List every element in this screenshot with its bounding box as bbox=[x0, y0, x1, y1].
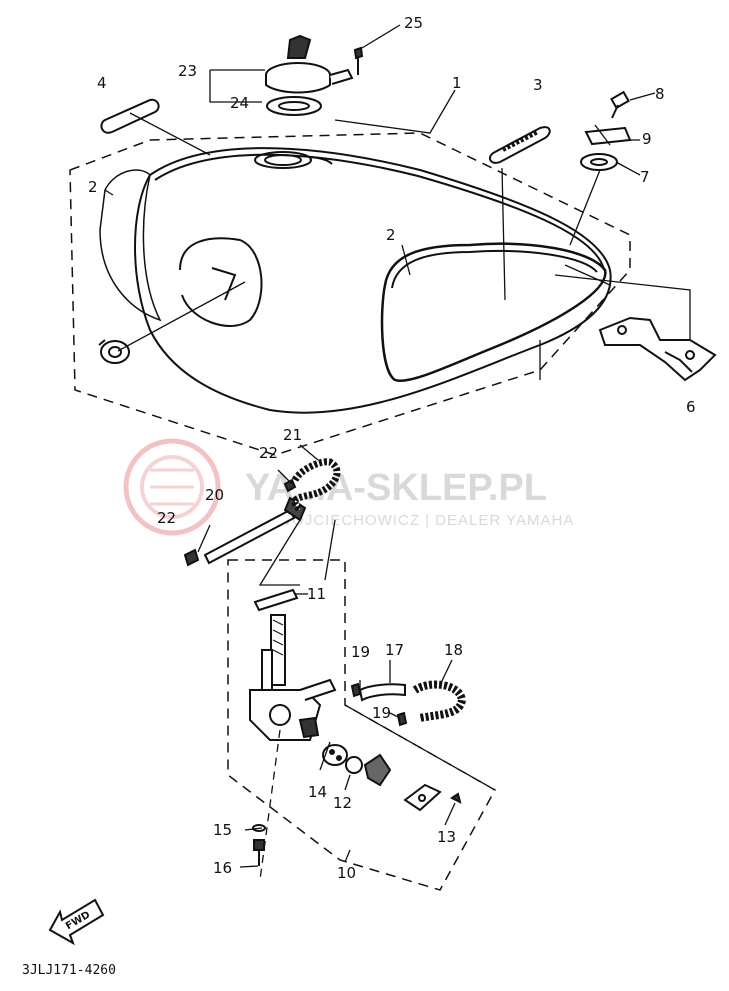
callout-16: 16 bbox=[213, 859, 232, 877]
watermark-subtitle: WOJCIECHOWICZ | DEALER YAMAHA bbox=[277, 512, 574, 529]
callout-6: 6 bbox=[686, 398, 696, 416]
plate-part-4 bbox=[100, 98, 160, 134]
fwd-arrow-icon: FWD bbox=[48, 898, 105, 946]
callout-24: 24 bbox=[230, 94, 249, 112]
callout-12: 12 bbox=[333, 794, 352, 812]
callout-25: 25 bbox=[404, 14, 423, 32]
fuel-cock-part bbox=[249, 588, 337, 741]
cock-small-parts bbox=[252, 744, 462, 866]
callout-9: 9 bbox=[642, 130, 652, 148]
callout-1: 1 bbox=[452, 74, 462, 92]
screw-part-25 bbox=[353, 46, 364, 75]
emblem-part bbox=[489, 126, 551, 164]
tank-assembly-outline bbox=[69, 132, 631, 456]
damper-part-7 bbox=[580, 153, 618, 171]
callout-20: 20 bbox=[205, 486, 224, 504]
leader-lines-upper bbox=[104, 24, 691, 380]
callout-7: 7 bbox=[640, 168, 650, 186]
bolt-part-8 bbox=[610, 90, 630, 119]
hose-parts-17-18 bbox=[350, 680, 467, 727]
callout-10: 10 bbox=[337, 864, 356, 882]
grommet-part bbox=[98, 339, 130, 364]
callout-22b: 22 bbox=[157, 509, 176, 527]
fuel-cap-part bbox=[265, 34, 354, 116]
diagram-code: 3JLJ171-4260 bbox=[22, 963, 116, 978]
callout-21: 21 bbox=[283, 426, 302, 444]
callout-15: 15 bbox=[213, 821, 232, 839]
callout-3: 3 bbox=[533, 76, 543, 94]
callout-23: 23 bbox=[178, 62, 197, 80]
callout-2a: 2 bbox=[88, 178, 98, 196]
callout-4: 4 bbox=[97, 74, 107, 92]
fuel-hose-parts bbox=[183, 458, 341, 567]
callout-8: 8 bbox=[655, 85, 665, 103]
callout-18: 18 bbox=[444, 641, 463, 659]
fuel-cock-outline bbox=[227, 559, 497, 891]
callout-11: 11 bbox=[307, 585, 326, 603]
callout-19a: 19 bbox=[351, 643, 370, 661]
callout-2b: 2 bbox=[386, 226, 396, 244]
callout-22a: 22 bbox=[259, 444, 278, 462]
callouts: 1 2 2 3 4 6 7 8 9 10 11 12 13 14 15 16 1… bbox=[88, 14, 696, 882]
callout-17: 17 bbox=[385, 641, 404, 659]
watermark: YAMA-SKLEP.PL WOJCIECHOWICZ | DEALER YAM… bbox=[123, 438, 574, 536]
bracket-part-6 bbox=[598, 316, 717, 382]
callout-13: 13 bbox=[437, 828, 456, 846]
callout-14: 14 bbox=[308, 783, 327, 801]
dealer-logo-icon bbox=[123, 438, 221, 536]
leader-lines-lower bbox=[197, 444, 496, 881]
callout-19b: 19 bbox=[372, 704, 391, 722]
